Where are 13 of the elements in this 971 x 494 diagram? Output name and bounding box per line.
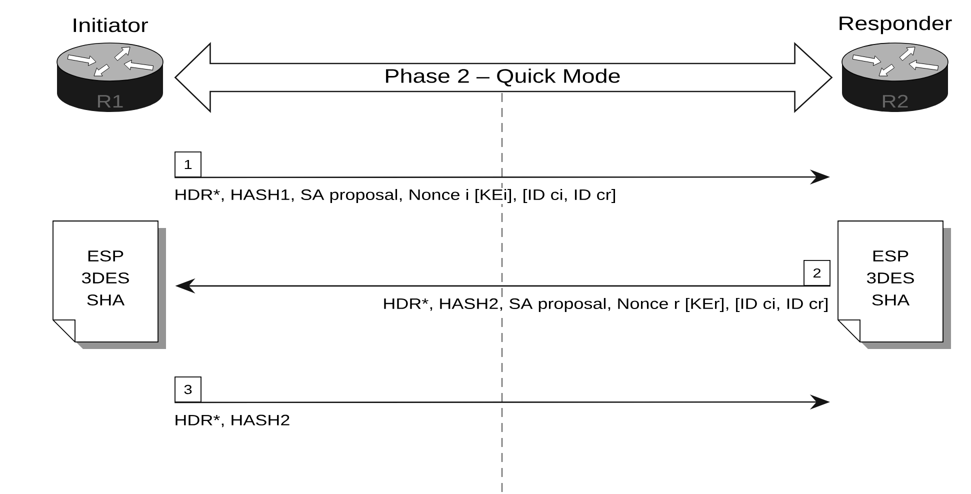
- step-number: 2: [804, 260, 830, 286]
- edge-label: HDR*, HASH2, SA proposal, Nonce r [KEr], [ID ci, ID cr]: [382, 297, 830, 313]
- edge-label: Phase 2 – Quick Mode: [383, 68, 622, 88]
- device-label: Responder: [840, 16, 952, 34]
- router: R2: [842, 42, 948, 112]
- document: ESP 3DES SHA: [838, 220, 951, 349]
- document: ESP 3DES SHA: [52, 220, 166, 349]
- device-label: Initiator: [74, 18, 148, 32]
- edge-label: HDR*, HASH1, SA proposal, Nonce i [KEi], [ID ci, ID cr]: [173, 188, 618, 204]
- router: R1: [56, 42, 164, 112]
- edge-label: HDR*, HASH2: [173, 414, 292, 428]
- step-number: 3: [174, 376, 202, 402]
- step-number: 1: [174, 152, 202, 178]
